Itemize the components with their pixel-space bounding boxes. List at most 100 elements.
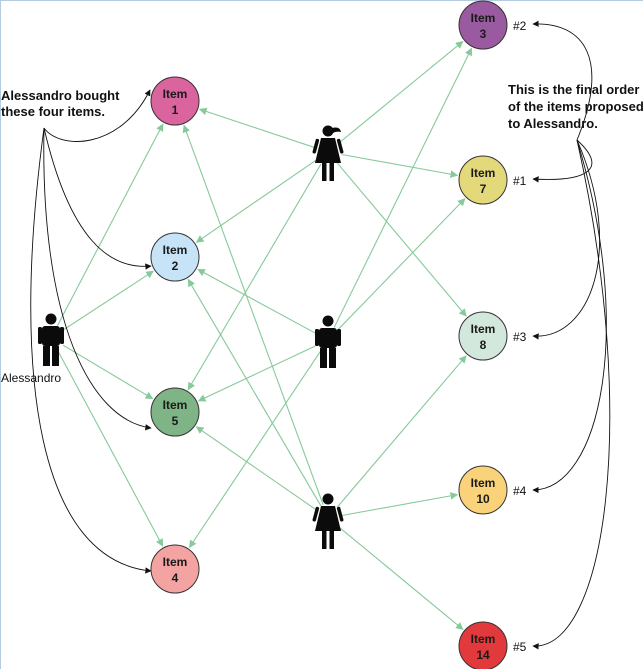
user-woman-bottom-icon-arm-left	[312, 506, 320, 522]
edge-botUser-item-2	[187, 278, 322, 507]
item-circle-2	[150, 232, 200, 282]
item-title-7: Item	[471, 166, 496, 180]
edge-botUser-item-10	[341, 492, 459, 517]
item-number-14: 14	[476, 648, 490, 662]
edge-midUser-item-7	[337, 198, 466, 331]
item-number-5: 5	[172, 414, 179, 428]
user-woman-top-icon-dress	[315, 138, 341, 163]
item-title-3: Item	[471, 11, 496, 25]
edge-topUser-item-3	[338, 40, 464, 144]
users-group	[38, 125, 344, 549]
item-circle-5	[150, 387, 200, 437]
curve-to-rank-1	[532, 139, 593, 183]
user-alessandro-icon-leg-right	[52, 346, 59, 366]
user-alessandro-icon-torso	[42, 326, 60, 346]
item-circle-10	[458, 465, 508, 515]
item-nodes: Item1Item2Item5Item4Item3Item7Item8Item1…	[150, 0, 508, 669]
callout-right-line-3: to Alessandro.	[508, 116, 598, 131]
user-item-edges	[57, 40, 473, 630]
rank-label-item-3: #2	[513, 19, 527, 33]
user-man-middle-icon-head	[322, 315, 334, 327]
user-woman-top-icon-ponytail	[332, 127, 341, 133]
curve-to-item-4	[30, 127, 152, 574]
user-woman-top-icon	[312, 125, 344, 181]
user-woman-bottom-icon-head	[322, 493, 334, 505]
user-woman-top-icon-leg-left	[322, 163, 327, 181]
user-woman-bottom-icon-leg-left	[322, 531, 327, 549]
item-title-1: Item	[163, 87, 188, 101]
callout-left-line-1: Alessandro bought	[1, 88, 120, 103]
curve-to-rank-3	[532, 139, 600, 340]
edge-topUser-item-7	[341, 153, 459, 178]
item-circle-3	[458, 0, 508, 50]
edge-botUser-item-5	[195, 426, 317, 511]
edge-midUser-item-2	[197, 268, 316, 334]
rank-label-item-8: #3	[513, 330, 527, 344]
item-number-10: 10	[476, 492, 490, 506]
item-node-7: Item 7	[458, 155, 508, 205]
user-woman-bottom-icon	[312, 493, 344, 549]
user-woman-bottom-icon-leg-right	[329, 531, 334, 549]
callout-right-line-2: of the items proposed	[508, 99, 643, 114]
item-circle-1	[150, 76, 200, 126]
edge-midUser-item-4	[188, 351, 321, 549]
item-title-8: Item	[471, 322, 496, 336]
callout-right: This is the final order of the items pro…	[508, 82, 643, 131]
curve-to-item-1	[43, 89, 151, 142]
item-number-7: 7	[480, 182, 487, 196]
curve-to-rank-4	[532, 139, 607, 494]
user-alessandro-icon-leg-left	[43, 346, 50, 366]
alessandro-label: Alessandro	[1, 371, 61, 385]
item-number-3: 3	[480, 27, 487, 41]
edge-alessandro-item-5	[62, 344, 154, 400]
user-man-middle-icon-leg-left	[320, 348, 327, 368]
curve-to-rank-2	[532, 20, 593, 141]
item-node-5: Item 5	[150, 387, 200, 437]
item-number-2: 2	[172, 259, 179, 273]
rank-label-item-10: #4	[513, 484, 527, 498]
edge-topUser-item-2	[195, 159, 317, 243]
item-circle-7	[458, 155, 508, 205]
item-title-14: Item	[471, 632, 496, 646]
edge-botUser-item-14	[338, 526, 464, 630]
user-woman-bottom-icon-arm-right	[336, 506, 344, 522]
edge-midUser-item-3	[333, 47, 473, 328]
user-man-middle-icon	[315, 315, 341, 368]
item-number-4: 4	[172, 571, 179, 585]
user-woman-top-icon-leg-right	[329, 163, 334, 181]
item-title-5: Item	[163, 398, 188, 412]
user-woman-bottom-icon-dress	[315, 506, 341, 531]
callout-left-line-2: these four items.	[1, 104, 105, 119]
user-alessandro-icon-head	[45, 313, 57, 325]
edge-topUser-item-1	[198, 107, 315, 149]
user-man-middle-icon-leg-right	[329, 348, 336, 368]
edge-topUser-item-5	[187, 163, 322, 391]
rank-labels: #2#1#3#4#5	[513, 19, 527, 654]
user-man-middle-icon-torso	[319, 328, 337, 348]
user-woman-top-icon-head	[322, 125, 334, 137]
edge-botUser-item-1	[182, 124, 324, 506]
user-woman-top-icon-arm-right	[336, 138, 344, 154]
callout-curves	[30, 20, 611, 650]
item-number-1: 1	[172, 103, 179, 117]
edge-alessandro-item-4	[57, 350, 164, 547]
item-node-3: Item 3	[458, 0, 508, 50]
rank-label-item-14: #5	[513, 640, 527, 654]
item-node-1: Item 1	[150, 76, 200, 126]
item-title-2: Item	[163, 243, 188, 257]
edge-botUser-item-8	[336, 355, 467, 508]
user-man-middle-icon-arm-left	[315, 329, 319, 346]
item-node-2: Item 2	[150, 232, 200, 282]
user-alessandro-icon-arm-right	[60, 327, 64, 344]
user-alessandro-icon	[38, 313, 64, 366]
edge-midUser-item-5	[197, 345, 316, 402]
item-circle-14	[458, 621, 508, 669]
user-man-middle-icon-arm-right	[337, 329, 341, 346]
user-alessandro-icon-arm-left	[38, 327, 42, 344]
item-node-14: Item 14	[458, 621, 508, 669]
edge-topUser-item-8	[336, 162, 467, 317]
